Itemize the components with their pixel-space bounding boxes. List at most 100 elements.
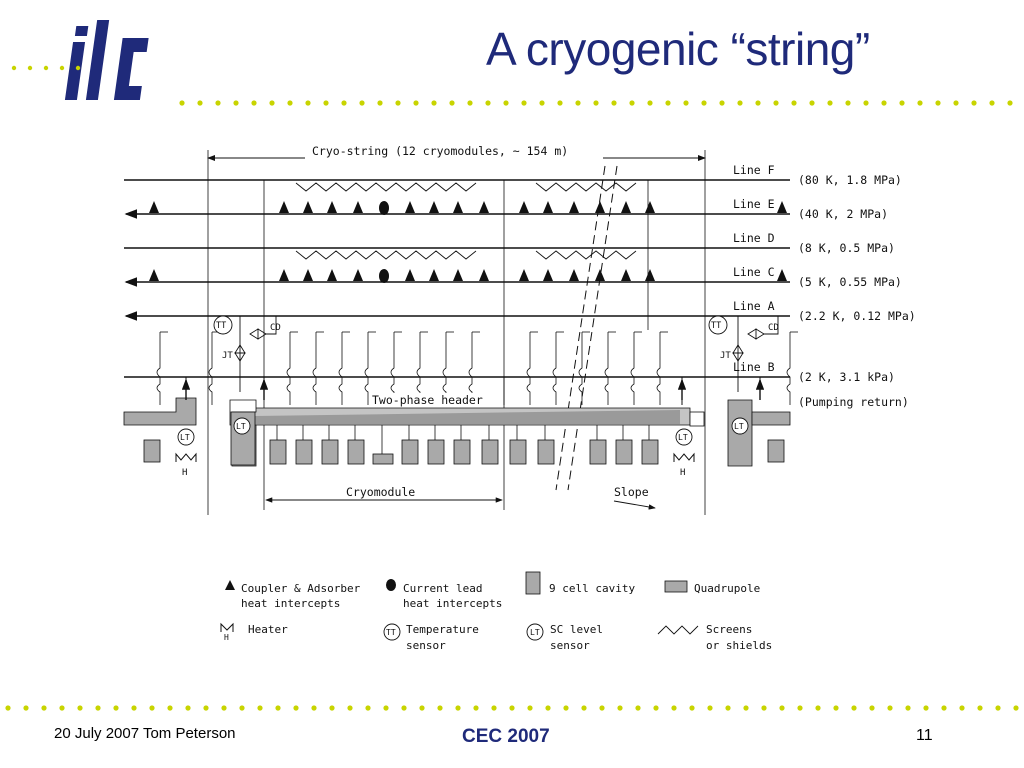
coupler-intercept [645,269,655,281]
dot [377,100,383,106]
dot [647,100,653,106]
cavity [537,439,555,465]
line-extra-label: (Pumping return) [798,395,909,409]
line-name-label: Line F [733,163,775,177]
dot [179,100,185,106]
coupler-intercept [429,269,439,281]
legend-item-label: heat intercepts [403,597,502,610]
coupler-intercept [353,269,363,281]
line-conditions-label: (5 K, 0.55 MPa) [798,275,902,289]
dot [221,705,227,711]
heater-tag: H [224,633,229,642]
level-sensor-icon [233,417,251,435]
legend-item-label: Screens [706,623,752,636]
tt-tag: TT [711,321,721,331]
coupler-intercept [519,201,529,213]
dot [11,65,17,71]
cavity [481,439,499,465]
coupler-intercept [621,201,631,213]
cd-tag: CD [768,323,779,333]
heater-icon [175,452,695,462]
dot [707,705,713,711]
coupler-intercept [595,201,605,213]
dot [563,705,569,711]
coupler-intercept [149,201,159,213]
legend: Coupler & Adsorber heat intercepts Curre… [220,571,772,652]
dot [815,705,821,711]
cavity [427,439,445,465]
line-name-label: Line D [733,231,775,245]
dot [689,705,695,711]
cd-tag: CD [270,323,281,333]
legend-item-label: Coupler & Adsorber [241,582,361,595]
dot [27,65,33,71]
line-conditions-label: (2.2 K, 0.12 MPa) [798,309,916,323]
coupler-intercept [777,201,787,213]
dot [899,100,905,106]
footer-conference: CEC 2007 [462,726,550,747]
level-sensor-icon [177,428,195,446]
screens-icon [657,625,699,635]
jt-tag: JT [222,351,233,361]
coupler-intercept [303,201,313,213]
dot [269,100,275,106]
dot [869,705,875,711]
coupler-intercept [569,201,579,213]
coupler-intercept [543,201,553,213]
cavity-feed [286,332,291,405]
dot [131,705,137,711]
dot [419,705,425,711]
dot [113,705,119,711]
dot [485,100,491,106]
dot [791,100,797,106]
dot [77,705,83,711]
cavity-feed [156,332,161,405]
level-sensor-icon [526,623,544,641]
legend-item-label: sensor [406,639,446,652]
coupler-intercept [429,201,439,213]
coupler-intercept [543,269,553,281]
cavity [641,439,659,465]
dot [215,100,221,106]
dot [845,100,851,106]
dot [755,100,761,106]
dot [611,100,617,106]
dot [413,100,419,106]
line-conditions-label: (80 K, 1.8 MPa) [798,173,902,187]
lt-tag: LT [236,422,246,431]
slope-indicator: Slope [613,485,656,510]
cavity-feed [364,332,369,405]
dot [737,100,743,106]
dot [431,100,437,106]
line-conditions-label: (8 K, 0.5 MPa) [798,241,895,255]
coupler-intercept [479,201,489,213]
dot [203,705,209,711]
dot [167,705,173,711]
legend-item-label: or shields [706,639,772,652]
current-lead-intercept [379,201,389,215]
coupler-intercept [405,269,415,281]
heater-tag-right: H [680,468,685,478]
dot [593,100,599,106]
dot [719,100,725,106]
quadrupole-icon [664,580,688,593]
coupler-intercept [569,269,579,281]
cavity-feed [468,332,473,405]
dot [977,705,983,711]
dot [581,705,587,711]
line-conditions-label: (2 K, 3.1 kPa) [798,370,895,384]
cavity-feed [604,332,609,405]
dot [359,100,365,106]
dot [539,100,545,106]
temperature-sensor-icon [383,623,401,641]
line-name-label: Line E [733,197,775,211]
heater-tag-left: H [182,468,187,478]
dot [197,100,203,106]
end-components [143,439,785,463]
cavity-feed-lines [156,331,798,405]
dot [881,100,887,106]
dot [473,705,479,711]
coupler-intercept [279,269,289,281]
coupler-intercept [353,201,363,213]
lt-tag: LT [734,422,744,431]
